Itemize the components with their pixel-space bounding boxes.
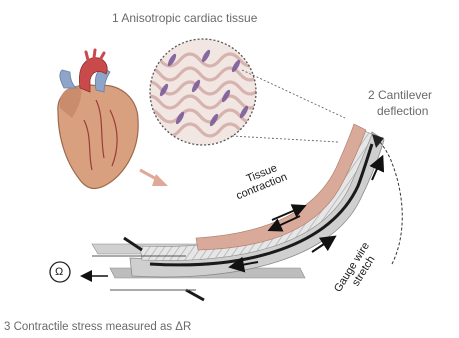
heart-illustration [58,50,138,188]
heart-vein [60,70,76,88]
label-step1: 1 Anisotropic cardiac tissue [112,11,257,25]
ohm-symbol: Ω [55,266,63,278]
heart-pointer-arrow [140,170,168,186]
heart-aorta-branches [86,50,104,60]
label-step2-line1: 2 Cantilever [368,88,432,102]
tissue-layer [196,124,366,250]
magnified-tissue-circle [140,38,260,148]
deflection-arrow [378,140,402,264]
label-step2-line2: deflection [377,104,428,118]
contact-pad-lower [186,290,204,300]
label-step3: 3 Contractile stress measured as ΔR [4,320,191,334]
